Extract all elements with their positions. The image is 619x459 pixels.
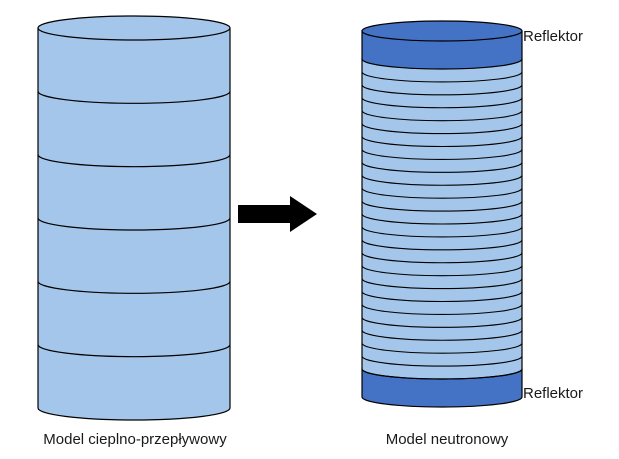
core-slice-boundary [361, 317, 523, 328]
core-slice-boundary [361, 123, 523, 135]
segment-boundary [37, 154, 231, 168]
cylinder-top-face [37, 15, 231, 41]
core-slice-boundary [361, 278, 523, 290]
core-slice-boundary [361, 226, 523, 238]
core-body [361, 58, 523, 380]
core-slice-boundary [361, 110, 523, 122]
segment-boundary [37, 217, 231, 231]
core-slice-boundary [361, 265, 523, 277]
core-slice-boundary [361, 84, 523, 96]
core-slice-boundary [361, 136, 523, 148]
segment-boundary [37, 344, 231, 358]
core-slice-boundary [361, 252, 523, 264]
core-slice-boundary [361, 213, 523, 225]
core-slice-boundary [361, 97, 523, 109]
reflector-bottom-label: Reflektor [523, 385, 583, 402]
segment-boundary [37, 91, 231, 104]
neutronic-model-caption: Model neutronowy [386, 431, 509, 448]
core-slice-boundary [361, 175, 523, 186]
reflector-top [361, 30, 523, 70]
core-slice-boundary [361, 239, 523, 251]
reflector-top-label: Reflektor [523, 28, 583, 45]
core-slice-boundary [361, 162, 523, 173]
core-slice-boundary [361, 188, 523, 199]
segment-boundary [37, 281, 231, 294]
reflector-bottom [361, 368, 523, 408]
reflector-bottom-boundary [361, 368, 523, 380]
reflector-top-face [361, 20, 523, 42]
neutronic-model-cylinder [361, 20, 523, 408]
core-slice-boundary [361, 343, 523, 354]
cylinder-body [37, 27, 231, 421]
thermal-hydraulic-model-caption: Model cieplno-przepływowy [43, 431, 227, 448]
core-slice-boundary [361, 355, 523, 367]
right-arrow-icon [238, 196, 317, 232]
core-slice-boundary [361, 71, 523, 83]
core-slice-boundary [361, 149, 523, 160]
core-slice-boundary [361, 200, 523, 212]
core-slice-boundary [361, 304, 523, 315]
thermal-hydraulic-model-cylinder [37, 15, 231, 421]
core-slice-boundary [361, 330, 523, 341]
core-slice-boundary [361, 291, 523, 303]
